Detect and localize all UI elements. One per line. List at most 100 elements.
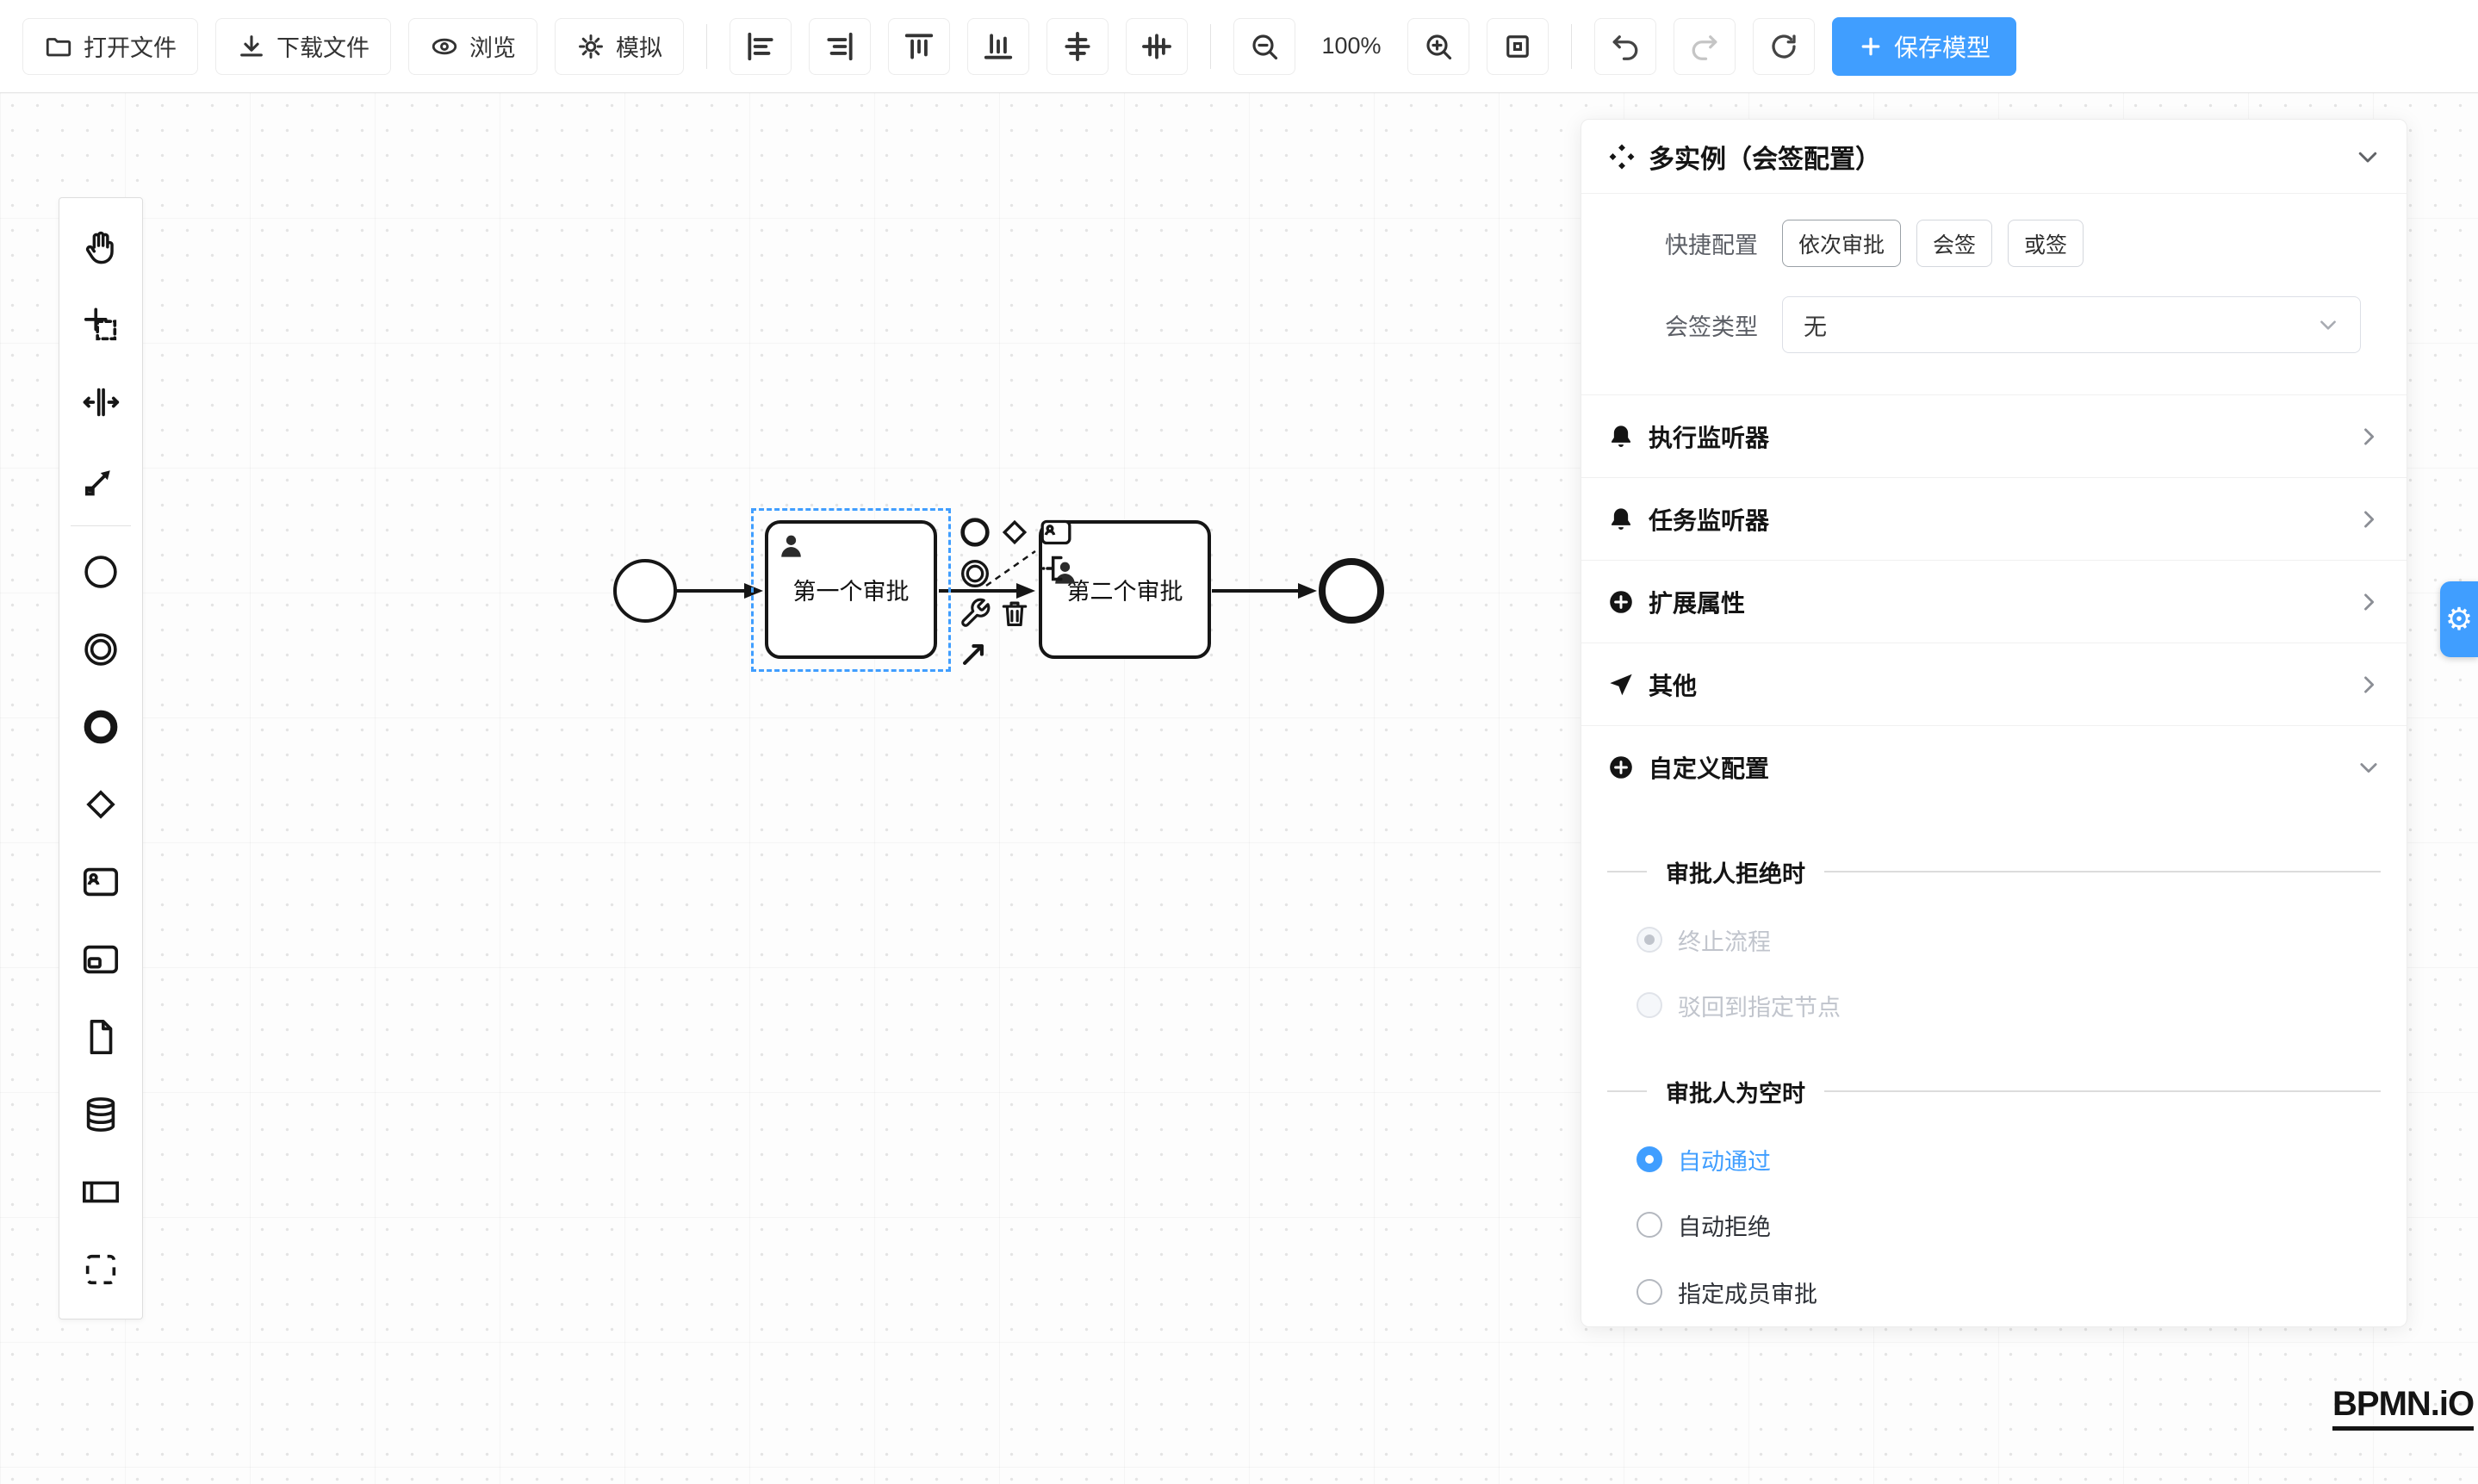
section-label: 任务监听器 (1649, 506, 1770, 534)
section-custom-config[interactable]: 自定义配置 (1581, 725, 2407, 808)
create-data-store[interactable] (59, 1076, 143, 1153)
zoom-in-button[interactable] (1407, 17, 1469, 75)
align-top-button[interactable] (888, 17, 950, 75)
create-end-event[interactable] (59, 688, 143, 766)
radio-assign-member[interactable]: 指定成员审批 (1581, 1267, 2407, 1317)
create-intermediate-event[interactable] (59, 611, 143, 688)
create-data-object[interactable] (59, 998, 143, 1076)
redo-icon (1692, 34, 1717, 60)
save-model-button[interactable]: 保存模型 (1832, 16, 2017, 76)
align-center-horizontal-button[interactable] (1046, 17, 1109, 75)
context-pad-append-gateway[interactable] (996, 513, 1034, 551)
quick-option-sequential[interactable]: 依次审批 (1782, 220, 1902, 267)
zoom-level: 100% (1321, 33, 1382, 59)
section-execution-listeners[interactable]: 执行监听器 (1581, 394, 2407, 477)
radio-icon[interactable] (1636, 1212, 1662, 1238)
radio-terminate-process: 终止流程 (1581, 915, 2407, 965)
divider-title: 审批人为空时 (1666, 1080, 1805, 1107)
open-file-button[interactable]: 打开文件 (22, 17, 198, 75)
create-start-event[interactable] (59, 533, 143, 611)
hand-tool[interactable] (59, 208, 143, 286)
properties-panel: 多实例（会签配置） 快捷配置 依次审批 会签 或签 会签类型 无 执行监听器 (1581, 119, 2407, 1327)
align-left-button[interactable] (730, 17, 792, 75)
gateway-icon (86, 790, 115, 819)
global-connect-icon (84, 470, 110, 496)
radio-icon (1636, 992, 1662, 1018)
chevron-down-icon[interactable] (2355, 144, 2381, 170)
global-connect-tool[interactable] (59, 441, 143, 518)
subprocess-icon (83, 945, 119, 974)
user-icon (777, 531, 805, 560)
panel-title: 多实例（会签配置） (1649, 145, 1881, 174)
refresh-button[interactable] (1753, 17, 1815, 75)
section-extended-properties[interactable]: 扩展属性 (1581, 560, 2407, 643)
create-group[interactable] (59, 1231, 143, 1308)
section-other[interactable]: 其他 (1581, 643, 2407, 725)
chevron-right-icon (2357, 425, 2381, 449)
download-file-button[interactable]: 下载文件 (215, 17, 391, 75)
zoom-out-button[interactable] (1233, 17, 1295, 75)
element-palette (59, 197, 143, 1319)
create-gateway[interactable] (59, 766, 143, 843)
radio-icon[interactable] (1636, 1279, 1662, 1305)
palette-separator (71, 525, 131, 526)
panel-header[interactable]: 多实例（会签配置） (1581, 120, 2407, 194)
end-event-shape[interactable] (1319, 558, 1384, 624)
quick-config-row: 快捷配置 依次审批 会签 或签 (1581, 220, 2407, 267)
multi-instance-icon (1607, 142, 1636, 171)
radio-auto-reject[interactable]: 自动拒绝 (1581, 1200, 2407, 1250)
simulate-button[interactable]: 模拟 (555, 17, 684, 75)
connect-arrow-icon (963, 644, 984, 665)
preview-button[interactable]: 浏览 (408, 17, 537, 75)
radio-auto-pass[interactable]: 自动通过 (1581, 1134, 2407, 1184)
lasso-icon (84, 307, 117, 341)
divider-empty: 审批人为空时 (1607, 1077, 2381, 1107)
refresh-icon (1772, 34, 1796, 59)
radio-label: 终止流程 (1678, 928, 1771, 955)
fit-viewport-button[interactable] (1487, 17, 1549, 75)
context-pad-append-intermediate-event[interactable] (956, 555, 994, 593)
undo-button[interactable] (1594, 17, 1656, 75)
create-participant[interactable] (59, 1153, 143, 1231)
radio-icon[interactable] (1636, 1146, 1662, 1172)
task-first-approval[interactable]: 第一个审批 (765, 520, 937, 659)
quick-option-orsign[interactable]: 或签 (2008, 220, 2084, 267)
toolbar-separator (1210, 23, 1211, 69)
context-pad-text-annotation[interactable] (1037, 550, 1075, 587)
gear-icon (576, 32, 606, 61)
group-icon (85, 1254, 116, 1285)
sign-type-select[interactable]: 无 (1782, 296, 2361, 353)
radio-label: 驳回到指定节点 (1678, 994, 1841, 1021)
quick-option-countersign[interactable]: 会签 (1916, 220, 1993, 267)
settings-tab[interactable]: ⚙ (2440, 581, 2478, 657)
sequence-flow-1[interactable] (676, 583, 763, 599)
align-center-vertical-button[interactable] (1126, 17, 1188, 75)
align-bottom-button[interactable] (967, 17, 1029, 75)
sequence-flow-3[interactable] (1212, 583, 1317, 599)
context-pad-append-end-event[interactable] (956, 513, 994, 551)
lasso-tool[interactable] (59, 286, 143, 363)
quick-config-label: 快捷配置 (1665, 233, 1758, 258)
context-pad-delete[interactable] (996, 594, 1034, 632)
start-event-shape[interactable] (613, 559, 677, 623)
bpmn-io-watermark: BPMN.iO (2332, 1385, 2475, 1431)
send-icon (1607, 671, 1635, 699)
section-task-listeners[interactable]: 任务监听器 (1581, 477, 2407, 560)
space-tool[interactable] (59, 363, 143, 441)
context-pad-append-user-task[interactable] (1037, 513, 1075, 551)
create-user-task[interactable] (59, 843, 143, 921)
data-object-icon (90, 1019, 113, 1055)
create-subprocess[interactable] (59, 921, 143, 998)
context-pad-connect[interactable] (956, 634, 994, 672)
redo-button[interactable] (1674, 17, 1736, 75)
chevron-right-icon (2357, 507, 2381, 531)
append-event-icon (960, 518, 990, 547)
plus-icon (1858, 34, 1884, 59)
sequence-flow-2[interactable] (939, 583, 1035, 599)
align-right-button[interactable] (809, 17, 871, 75)
end-event-icon (84, 710, 118, 744)
open-file-label: 打开文件 (84, 35, 177, 61)
radio-return-to-node: 驳回到指定节点 (1581, 980, 2407, 1030)
simulate-label: 模拟 (616, 35, 662, 61)
context-pad-replace[interactable] (956, 594, 994, 632)
